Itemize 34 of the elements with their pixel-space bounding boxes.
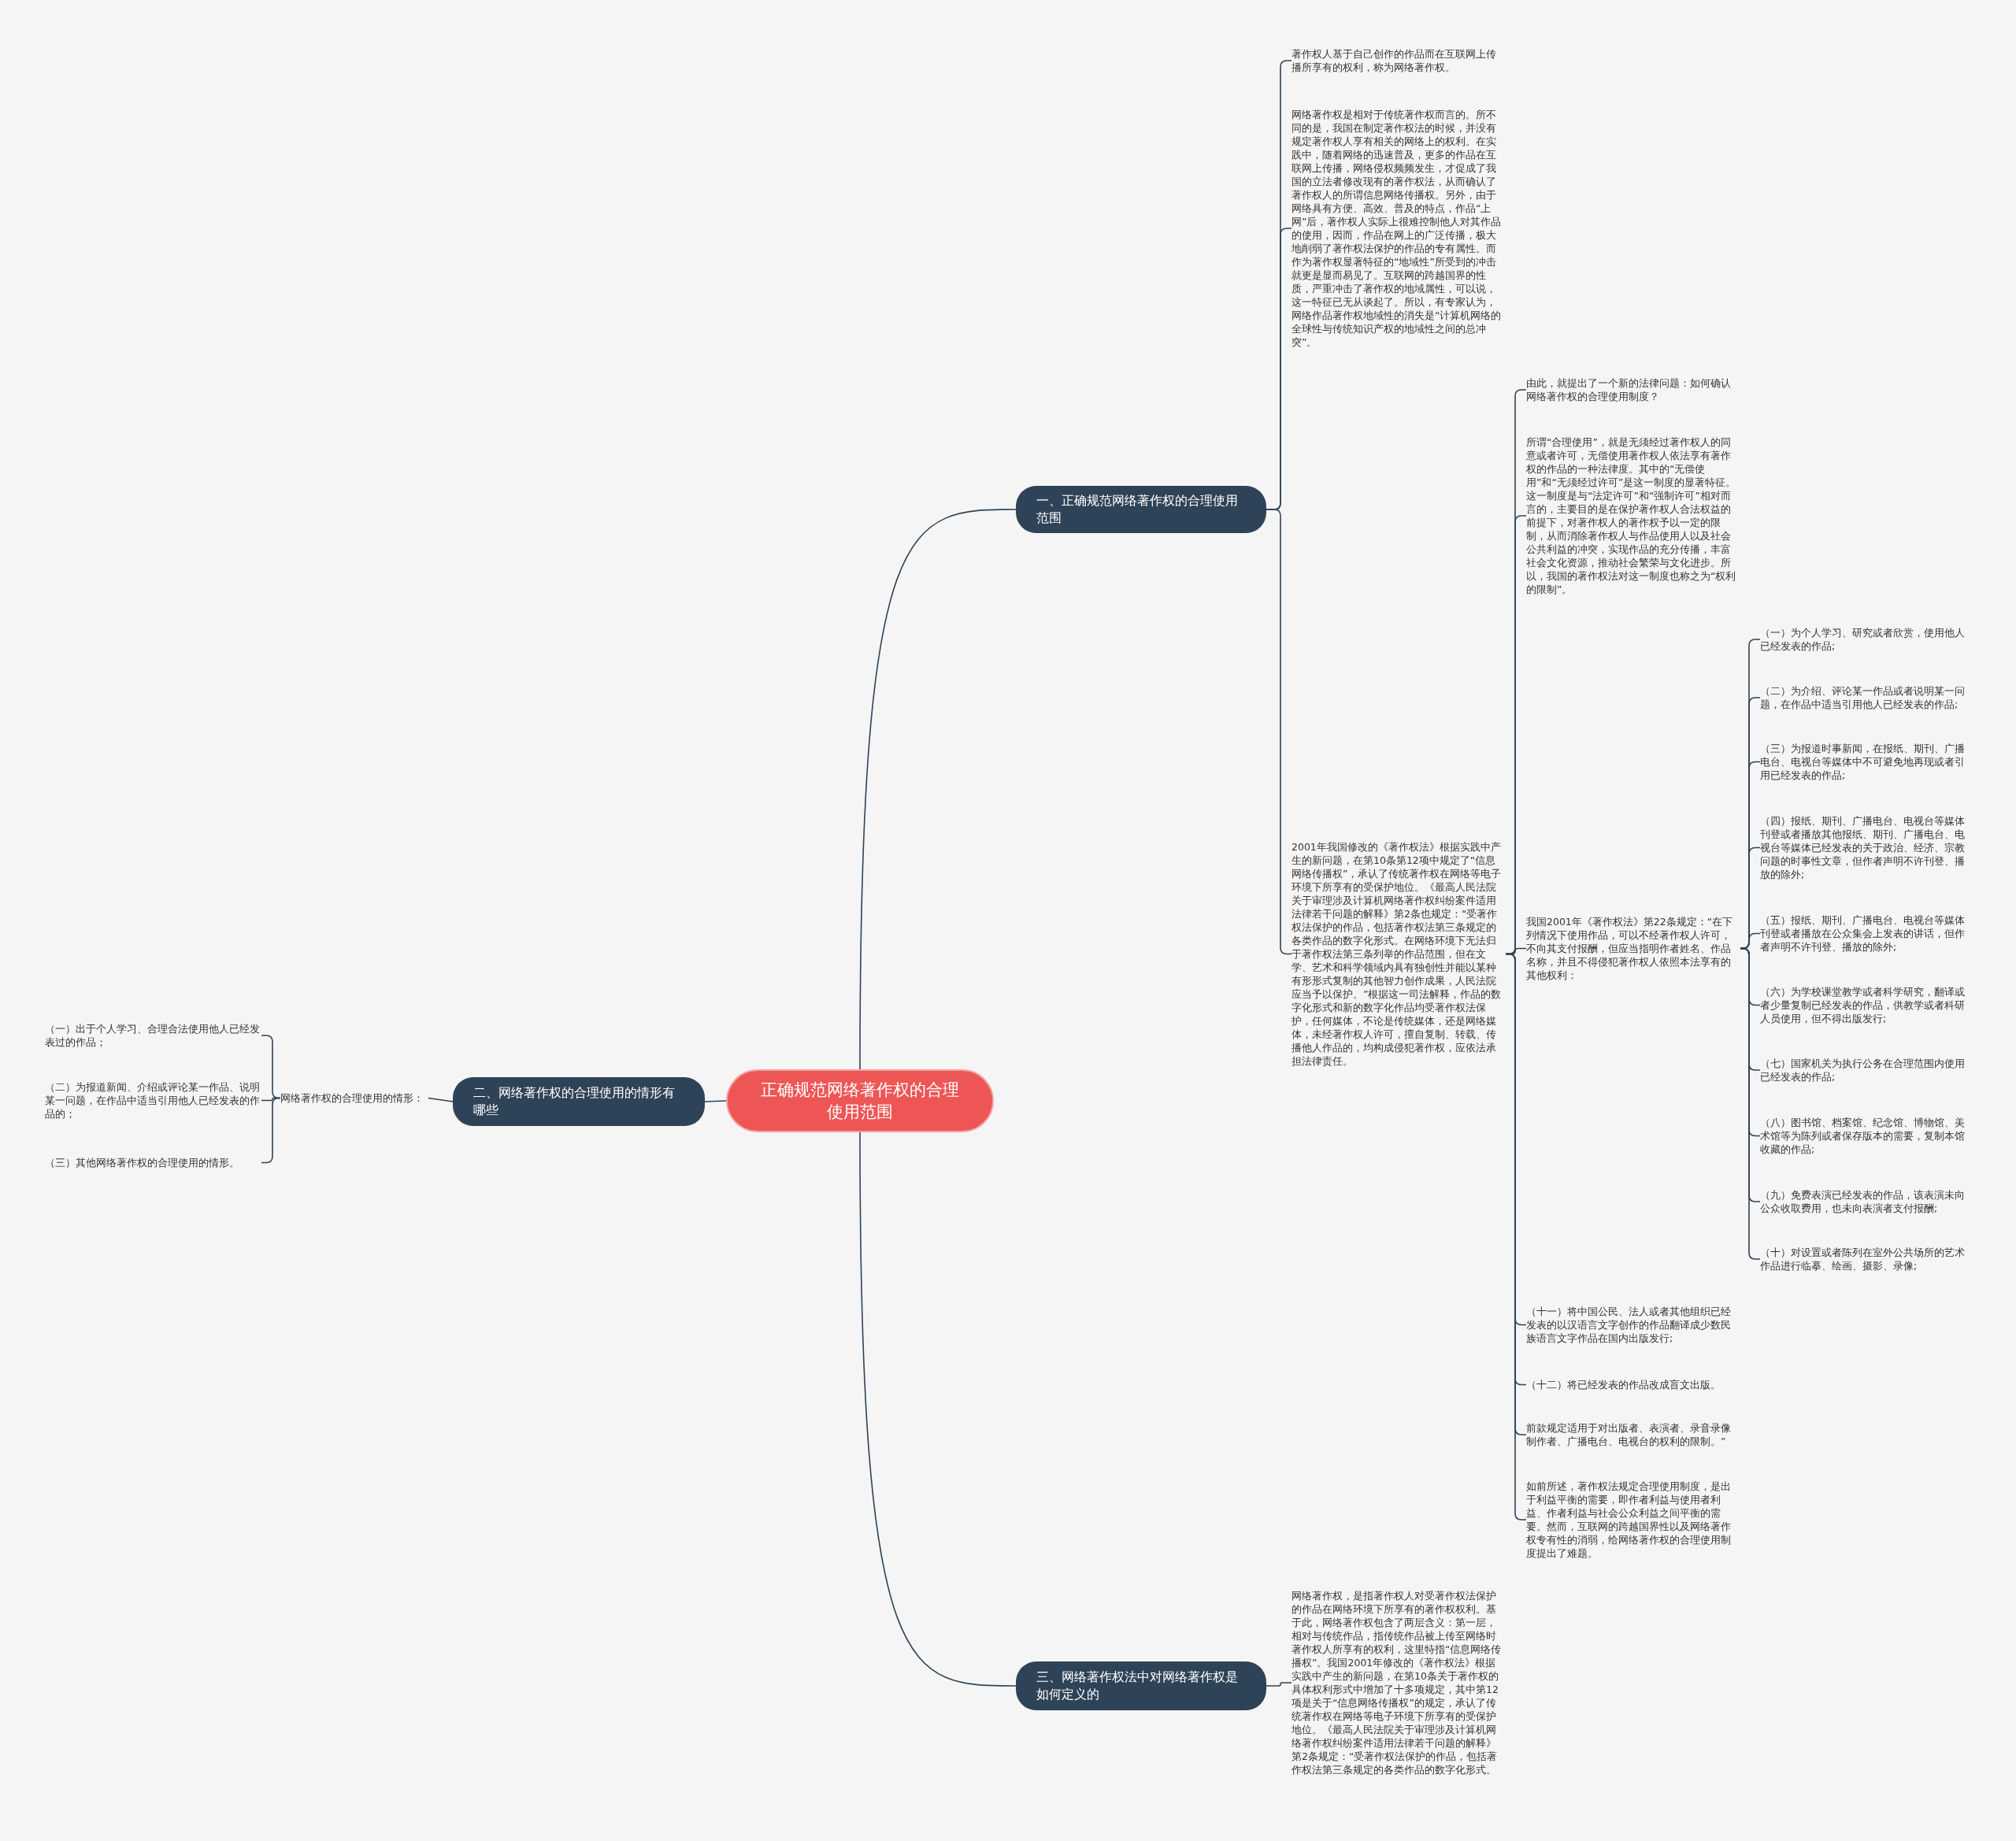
topic-text: 如前所述，著作权法规定合理使用制度，是出于利益平衡的需要，即作者利益与使用者利益、作者利益与社会公众利益之间平衡的需要。然而，互联网的跨越国界性以及网络著作权专有性的消弱，给网络著作权的合理使用制度提出了难题。	[1526, 1480, 1740, 1560]
topic-text: （九）免费表演已经发表的作品，该表演未向公众收取费用，也未向表演者支付报酬;	[1760, 1188, 1974, 1215]
topic-text: （十二）将已经发表的作品改成盲文出版。	[1526, 1378, 1740, 1391]
topic-text: （一）出于个人学习、合理合法使用他人已经发表过的作品；	[45, 1022, 261, 1049]
topic-text: （五）报纸、期刊、广播电台、电视台等媒体刊登或者播放在公众集会上发表的讲话，但作者声明不许刊登、播放的除外;	[1760, 913, 1974, 954]
topic-text: 网络著作权，是指著作权人对受著作权法保护的作品在网络环境下所享有的著作权权利。基于此，网络著作权包含了两层含义：第一层，相对与传统作品，指传统作品被上传至网络时著作权人所享有的权利，这里特指“信息网络传播权”。我国2001年修改的《著作权法》根据实践中产生的新问题，在第10条关于著作权的具体权利形式中增加了十多项规定，其中第12项是关于“信息网络传播权”的规定，承认了传统著作权在网络等电子环境下所享有的受保护地位。《最高人民法院关于审理涉及计算机网络著作权纠纷案件适用法律若干问题的解释》第2条规定：“受著作权法保护的作品，包括著作权法第三条规定的各类作品的数字化形式。	[1292, 1589, 1506, 1776]
topic-text: （七）国家机关为执行公务在合理范围内使用已经发表的作品;	[1760, 1057, 1974, 1083]
branch-topic: 二、网络著作权的合理使用的情形有哪些	[453, 1077, 705, 1126]
connector-line	[859, 1132, 1017, 1687]
topic-text: （四）报纸、期刊、广播电台、电视台等媒体刊登或者播放其他报纸、期刊、广播电台、电视台等媒体已经发表的关于政治、经济、宗教问题的时事性文章，但作者声明不许刊登、播放的除外;	[1760, 814, 1974, 881]
topic-text: （三）为报道时事新闻，在报纸、期刊、广播电台、电视台等媒体中不可避免地再现或者引用已经发表的作品;	[1760, 742, 1974, 782]
topic-text: 我国2001年《著作权法》第22条规定：“在下列情况下使用作品，可以不经著作权人许可，不向其支付报酬，但应当指明作者姓名、作品名称，并且不得侵犯著作权人依照本法享有的其他权利：	[1526, 915, 1740, 982]
connector-line	[428, 1097, 454, 1102]
topic-text: 网络著作权是相对于传统著作权而言的。所不同的是，我国在制定著作权法的时候，并没有规定著作权人享有相关的网络上的权利。在实践中，随着网络的迅速普及，更多的作品在互联网上传播，网络侵权频频发生，才促成了我国的立法者修改现有的著作权法，从而确认了著作权人的所谓信息网络传播权。另外，由于网络具有方便、高效、普及的特点，作品“上网”后，著作权人实际上很难控制他人对其作品的使用，因而，作品在网上的广泛传播，极大地削弱了著作权法保护的作品的专有属性。而作为著作权显著特征的“地域性”所受到的冲击就更是显而易见了。互联网的跨越国界的性质，严重冲击了著作权的地域属性，可以说，这一特征已无从谈起了。所以，有专家认为，网络作品著作权地域性的消失是“计算机网络的全球性与传统知识产权的地域性之间的总冲突”。	[1292, 108, 1506, 349]
connector-line	[704, 1100, 727, 1102]
topic-text: 网络著作权的合理使用的情形：	[280, 1091, 428, 1105]
topic-text: 前款规定适用于对出版者、表演者、录音录像制作者、广播电台、电视台的权利的限制。”	[1526, 1421, 1740, 1448]
topic-text: （三）其他网络著作权的合理使用的情形。	[45, 1156, 261, 1169]
connector-line	[859, 509, 1017, 1070]
topic-text: 由此，就提出了一个新的法律问题：如何确认网络著作权的合理使用制度？	[1526, 376, 1740, 403]
connector-line	[1266, 1682, 1292, 1687]
topic-text: （二）为介绍、评论某一作品或者说明某一问题，在作品中适当引用他人已经发表的作品;	[1760, 684, 1974, 711]
topic-text: 著作权人基于自己创作的作品而在互联网上传播所享有的权利，称为网络著作权。	[1292, 47, 1506, 74]
topic-text: （二）为报道新闻、介绍或评论某一作品、说明某一问题，在作品中适当引用他人已经发表的作品的；	[45, 1080, 261, 1121]
topic-text: （十）对设置或者陈列在室外公共场所的艺术作品进行临摹、绘画、摄影、录像;	[1760, 1246, 1974, 1272]
topic-text: （十一）将中国公民、法人或者其他组织已经发表的以汉语言文字创作的作品翻译成少数民族语言文字作品在国内出版发行;	[1526, 1305, 1740, 1345]
topic-text: （八）图书馆、档案馆、纪念馆、博物馆、美术馆等为陈列或者保存版本的需要，复制本馆收藏的作品;	[1760, 1116, 1974, 1156]
topic-text: （一）为个人学习、研究或者欣赏，使用他人已经发表的作品;	[1760, 626, 1974, 653]
topic-text: （六）为学校课堂教学或者科学研究，翻译或者少量复制已经发表的作品，供教学或者科研人员使用，但不得出版发行;	[1760, 985, 1974, 1025]
branch-topic: 一、正确规范网络著作权的合理使用范围	[1016, 486, 1266, 533]
branch-topic: 三、网络著作权法中对网络著作权是如何定义的	[1016, 1661, 1266, 1710]
central-topic: 正确规范网络著作权的合理使用范围	[726, 1069, 994, 1132]
topic-text: 所谓“合理使用”，就是无须经过著作权人的同意或者许可，无偿使用著作权人依法享有著作权的作品的一种法律度。其中的“无偿使用”和“无须经过许可”是这一制度的显著特征。这一制度是与“法定许可”和“强制许可”相对而言的，主要目的是在保护著作权人合法权益的前提下，对著作权人的著作权予以一定的限制，从而消除著作权人与作品使用人以及社会公共利益的冲突，实现作品的充分传播，丰富社会文化资源，推动社会繁荣与文化进步。所以，我国的著作权法对这一制度也称之为“权利的限制”。	[1526, 435, 1740, 596]
topic-text: 2001年我国修改的《著作权法》根据实践中产生的新问题，在第10条第12项中规定了“信息网络传播权”，承认了传统著作权在网络等电子环境下所享有的受保护地位。《最高人民法院关于审理涉及计算机网络著作权纠纷案件适用法律若干问题的解释》第2条也规定：“受著作权法保护的作品，包括著作权法第三条规定的各类作品的数字化形式。在网络环境下无法归于著作权法第三条列举的作品范围，但在文学、艺术和科学领域内具有独创性并能以某种有形形式复制的其他智力创作成果，人民法院应当予以保护。”根据这一司法解释，作品的数字化形式和新的数字化作品均受著作权法保护，任何媒体，不论是传统媒体，还是网络媒体，未经著作权人许可，擅自复制、转载、传播他人作品的，均构成侵犯著作权，应依法承担法律责任。	[1292, 840, 1506, 1068]
